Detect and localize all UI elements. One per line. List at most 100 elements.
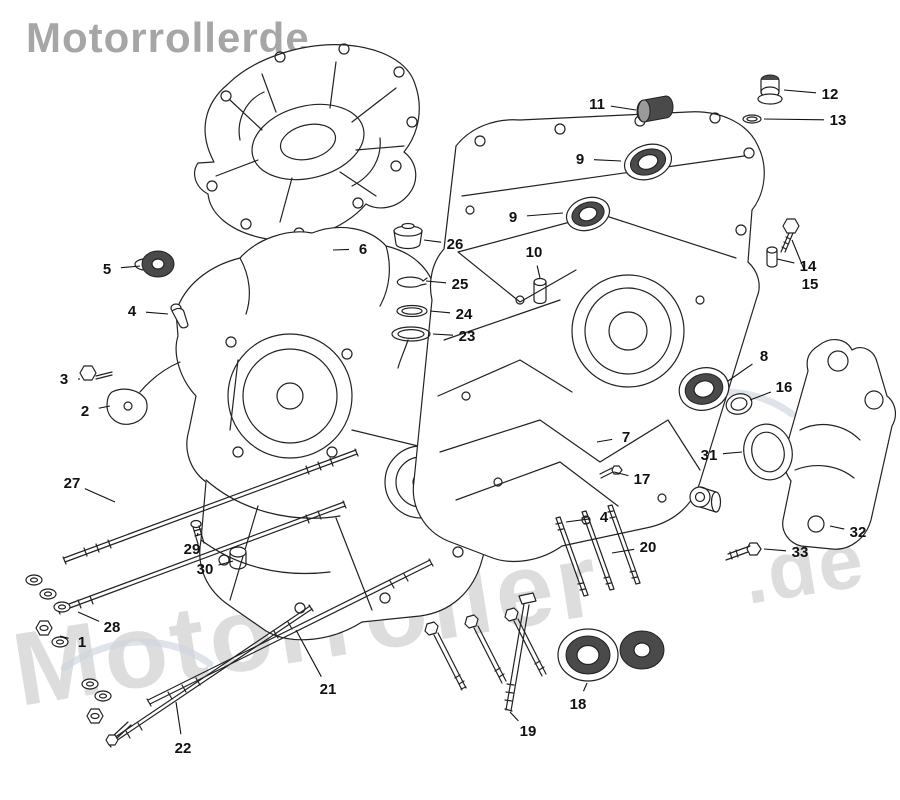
part-number-label: 1 — [78, 634, 86, 651]
dowel-pin-4a-part — [170, 303, 189, 329]
part-number-label: 11 — [589, 96, 605, 113]
bolt-3-part — [79, 365, 113, 381]
engine-mount-bracket-part — [782, 339, 897, 550]
callout-leader-line — [611, 548, 635, 554]
callout-leader-line — [596, 438, 613, 443]
part-number-label: 9 — [576, 151, 584, 168]
callout-leader-line — [763, 118, 825, 121]
gasket-ring-part — [743, 423, 793, 481]
exploded-drawing — [25, 43, 897, 748]
callout-leader-line — [829, 525, 845, 530]
part-number-label: 26 — [447, 236, 464, 253]
callout-leader-line — [613, 471, 629, 477]
callout-leader-line — [763, 548, 787, 552]
part-number-label: 5 — [103, 261, 111, 278]
part-number-label: 18 — [570, 696, 587, 713]
callout-leader-line — [120, 265, 141, 269]
callout-leader-line — [145, 311, 169, 315]
part-number-label: 31 — [701, 447, 718, 464]
callout-leader-line — [791, 239, 806, 272]
seal-ring-23-part — [391, 326, 431, 342]
callout-leader-line — [429, 310, 451, 314]
part-number-label: 16 — [776, 379, 793, 396]
callout-leader-line — [610, 105, 637, 111]
callout-leader-line — [783, 89, 817, 94]
callout-leader-line — [196, 532, 199, 537]
o-ring-24-part — [396, 304, 428, 318]
stud-27-part — [62, 448, 359, 565]
bearing-8-part — [678, 367, 730, 411]
callout-leader-line — [423, 239, 442, 243]
callout-leader-line — [98, 405, 111, 409]
part-number-label: 12 — [822, 86, 839, 103]
brand-watermark-header: Motorrollerde — [26, 14, 310, 61]
mount-boss-part — [689, 486, 722, 513]
part-number-label: 3 — [60, 371, 68, 388]
callout-leader-line — [295, 629, 322, 677]
right-crankcase-half-part — [412, 111, 765, 563]
washer-13-part — [742, 114, 762, 124]
callout-leader-line — [77, 611, 100, 622]
part-number-label: 20 — [640, 539, 657, 556]
callout-leader-line — [536, 265, 541, 279]
part-number-label: 22 — [175, 740, 192, 757]
part-number-label: 17 — [634, 471, 651, 488]
bolt-19-part — [504, 592, 537, 712]
part-number-label: 33 — [792, 544, 809, 561]
callout-leader-line — [776, 258, 795, 264]
part-number-label: 29 — [184, 541, 201, 558]
callout-leader-line — [727, 363, 753, 382]
callout-leader-line — [526, 212, 564, 217]
callout-leader-line — [583, 682, 588, 692]
mount-bushing-part — [619, 630, 665, 670]
callout-leader-line — [218, 560, 234, 566]
bolt-17-part — [599, 465, 623, 479]
callout-leader-line — [509, 711, 519, 722]
part-number-label: 8 — [760, 348, 768, 365]
clip-25-part — [396, 276, 428, 288]
washer-nut-chain-lower-part — [81, 678, 132, 746]
part-number-label: 24 — [456, 306, 473, 323]
part-number-label: 4 — [128, 303, 137, 320]
sleeve-30-part — [229, 546, 247, 570]
part-number-label: 13 — [830, 112, 847, 129]
rubber-bushing-5-part — [134, 250, 175, 278]
part-number-label: 30 — [197, 561, 214, 578]
part-number-label: 15 — [802, 276, 819, 293]
callout-leader-line — [84, 488, 116, 503]
callout-leader-line — [722, 451, 743, 455]
dowel-pin-10-part — [533, 277, 547, 305]
part-number-label: 21 — [320, 681, 337, 698]
washer-nut-chain-part — [25, 574, 71, 648]
bearing-18-part — [557, 628, 619, 682]
part-number-label: 4 — [600, 509, 609, 526]
dowel-pin-14-part — [766, 246, 778, 268]
part-number-label: 28 — [104, 619, 121, 636]
part-number-label: 6 — [359, 241, 367, 258]
part-number-label: 25 — [452, 276, 469, 293]
callout-leader-line — [59, 635, 69, 639]
bearing-9a-part — [623, 143, 673, 181]
crankcase-cover-part — [194, 43, 420, 241]
bolt-15-part — [780, 218, 800, 253]
bearing-9b-part — [565, 196, 611, 232]
part-number-label: 19 — [520, 723, 537, 740]
callout-leader-line — [425, 280, 447, 284]
callout-leader-line — [593, 159, 622, 162]
bolt-33-part — [725, 542, 762, 561]
bolt-row-part — [424, 607, 547, 691]
bracket-plate-2-part — [106, 361, 181, 425]
part-number-label: 23 — [459, 328, 476, 345]
stud-22-part — [106, 604, 314, 748]
plug-12-part — [757, 74, 783, 105]
screw-29-part — [190, 519, 205, 545]
part-number-label: 32 — [850, 524, 867, 541]
callout-leader-line — [332, 248, 350, 251]
callout-leader-line — [749, 391, 772, 401]
seal-ring-16-part — [725, 393, 753, 415]
stud-27b-part — [56, 500, 347, 615]
part-number-label: 9 — [509, 209, 517, 226]
